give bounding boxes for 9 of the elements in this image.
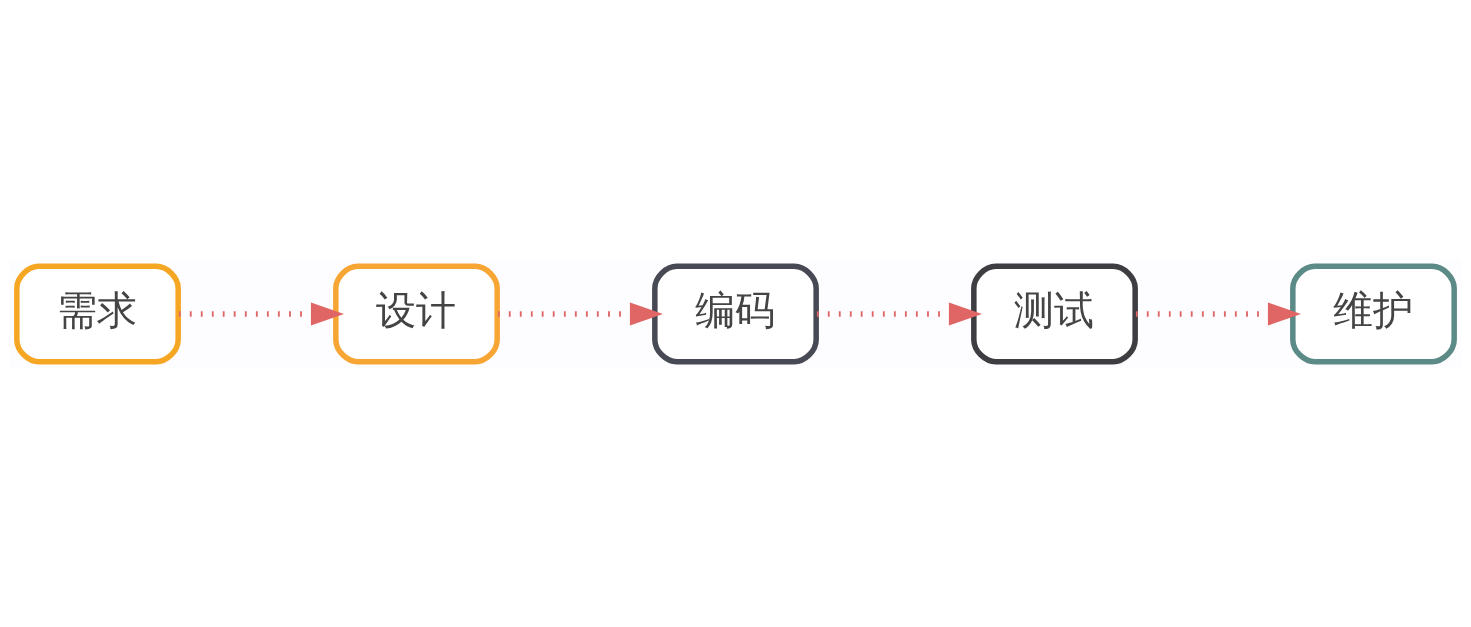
node-box: 编码 — [652, 263, 819, 364]
arrow — [497, 301, 663, 326]
arrow — [816, 301, 982, 326]
node-box: 测试 — [971, 263, 1138, 364]
arrow — [178, 301, 344, 326]
node-box: 需求 — [14, 263, 181, 364]
node-box: 设计 — [333, 263, 500, 364]
node-box: 维护 — [1290, 263, 1457, 364]
arrow — [1135, 301, 1301, 326]
